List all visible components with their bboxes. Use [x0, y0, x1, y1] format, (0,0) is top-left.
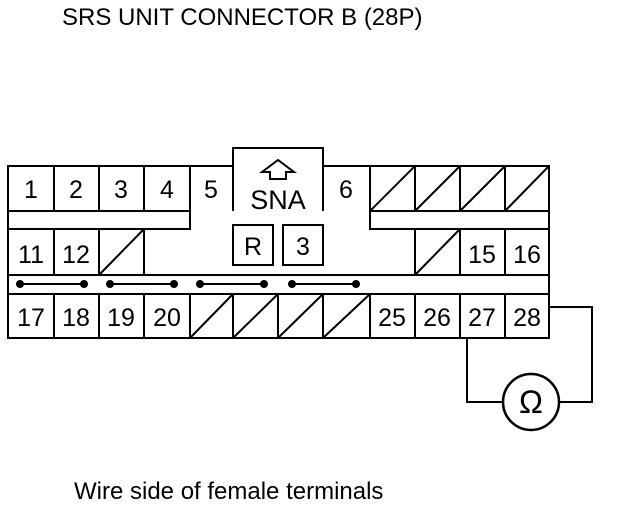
- terminal-label: 17: [17, 304, 45, 332]
- terminal-label: 27: [468, 304, 496, 332]
- empty-slot: [414, 165, 461, 212]
- shorting-bar-dots: [16, 280, 360, 288]
- terminal-label: 19: [107, 304, 135, 332]
- lock-tab-r: [232, 224, 274, 266]
- meter-lead-28: [549, 306, 593, 403]
- lock-tab-label: R: [244, 233, 262, 261]
- terminal-label: 15: [468, 241, 496, 269]
- empty-slot: [232, 293, 279, 339]
- terminal-label: 6: [339, 176, 353, 204]
- page-title: SRS UNIT CONNECTOR B (28P): [62, 4, 423, 31]
- empty-slot: [189, 293, 234, 339]
- meter-lead-27: [466, 338, 503, 403]
- terminal-label: 2: [69, 176, 83, 204]
- up-arrow-icon: [259, 158, 297, 180]
- lock-tab-3: [282, 224, 324, 266]
- terminal-label: 1: [24, 176, 38, 204]
- lock-tab-label: 3: [296, 233, 310, 261]
- terminal-label: 11: [18, 241, 44, 269]
- terminal-label: 25: [378, 304, 406, 332]
- terminal-label: 18: [62, 304, 90, 332]
- ohmmeter-icon: [501, 372, 561, 432]
- terminal-label: 28: [513, 304, 541, 332]
- empty-slot: [369, 165, 416, 212]
- terminal-label: 20: [153, 304, 181, 332]
- terminal-label: 16: [513, 241, 541, 269]
- terminal-label: 5: [204, 176, 218, 204]
- terminal-label: 3: [114, 176, 128, 204]
- caption: Wire side of female terminals: [74, 478, 384, 505]
- terminal-label: 26: [423, 304, 451, 332]
- empty-slot: [277, 293, 324, 339]
- terminal-label: 4: [160, 176, 174, 204]
- empty-slot: [322, 293, 371, 339]
- connector-label: SNA: [250, 185, 306, 215]
- empty-slot: [504, 165, 550, 212]
- ohm-symbol: Ω: [519, 384, 543, 420]
- terminal-label: 12: [62, 241, 90, 269]
- empty-slot: [459, 165, 506, 212]
- empty-slot: [414, 228, 461, 276]
- empty-slot: [98, 228, 145, 276]
